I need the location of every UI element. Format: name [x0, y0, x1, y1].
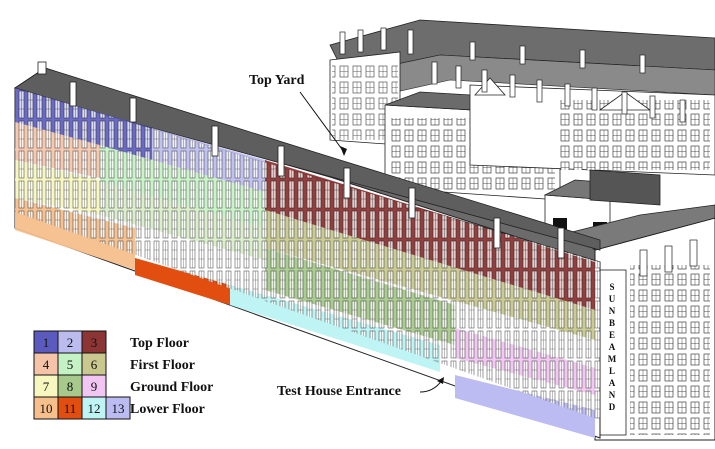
- svg-text:M: M: [608, 354, 617, 364]
- top-yard-arrow: [299, 91, 345, 153]
- main-facade: [14, 87, 601, 439]
- legend-number-2: 2: [67, 335, 74, 350]
- zone-11: [135, 258, 230, 305]
- top-yard-label: Top Yard: [249, 73, 305, 88]
- sunbeamland-sign: S U N B E A M L A N D: [608, 282, 617, 412]
- legend-number-11: 11: [64, 401, 77, 416]
- legend-label-row-1: First Floor: [130, 358, 195, 373]
- svg-text:S: S: [609, 282, 614, 292]
- legend-number-1: 1: [43, 335, 50, 350]
- legend-number-4: 4: [43, 357, 50, 372]
- zone-13: [455, 375, 595, 438]
- svg-text:A: A: [609, 378, 616, 388]
- svg-text:E: E: [609, 330, 615, 340]
- legend-number-9: 9: [91, 379, 98, 394]
- legend-label-row-3: Lower Floor: [130, 402, 205, 417]
- svg-text:A: A: [609, 342, 616, 352]
- legend-number-13: 13: [112, 401, 125, 416]
- svg-text:U: U: [609, 294, 616, 304]
- legend-number-3: 3: [91, 335, 98, 350]
- svg-text:B: B: [609, 318, 615, 328]
- legend-number-12: 12: [88, 401, 101, 416]
- svg-text:N: N: [609, 390, 616, 400]
- background-mill-buildings: [329, 19, 715, 241]
- svg-text:L: L: [609, 366, 615, 376]
- legend-swatch-13: [105, 396, 131, 420]
- svg-text:N: N: [609, 306, 616, 316]
- legend-number-6: 6: [91, 357, 98, 372]
- legend-number-8: 8: [67, 379, 74, 394]
- legend-number-7: 7: [43, 379, 50, 394]
- legend-number-10: 10: [40, 401, 53, 416]
- main-roof-chimneys: [37, 61, 565, 259]
- legend-number-5: 5: [67, 357, 74, 372]
- legend-label-row-2: Ground Floor: [130, 380, 213, 395]
- legend-label-row-0: Top Floor: [130, 336, 189, 351]
- test-house-entrance-label: Test House Entrance: [277, 384, 401, 399]
- svg-text:D: D: [609, 402, 616, 412]
- sunbeamland-block: [571, 204, 715, 441]
